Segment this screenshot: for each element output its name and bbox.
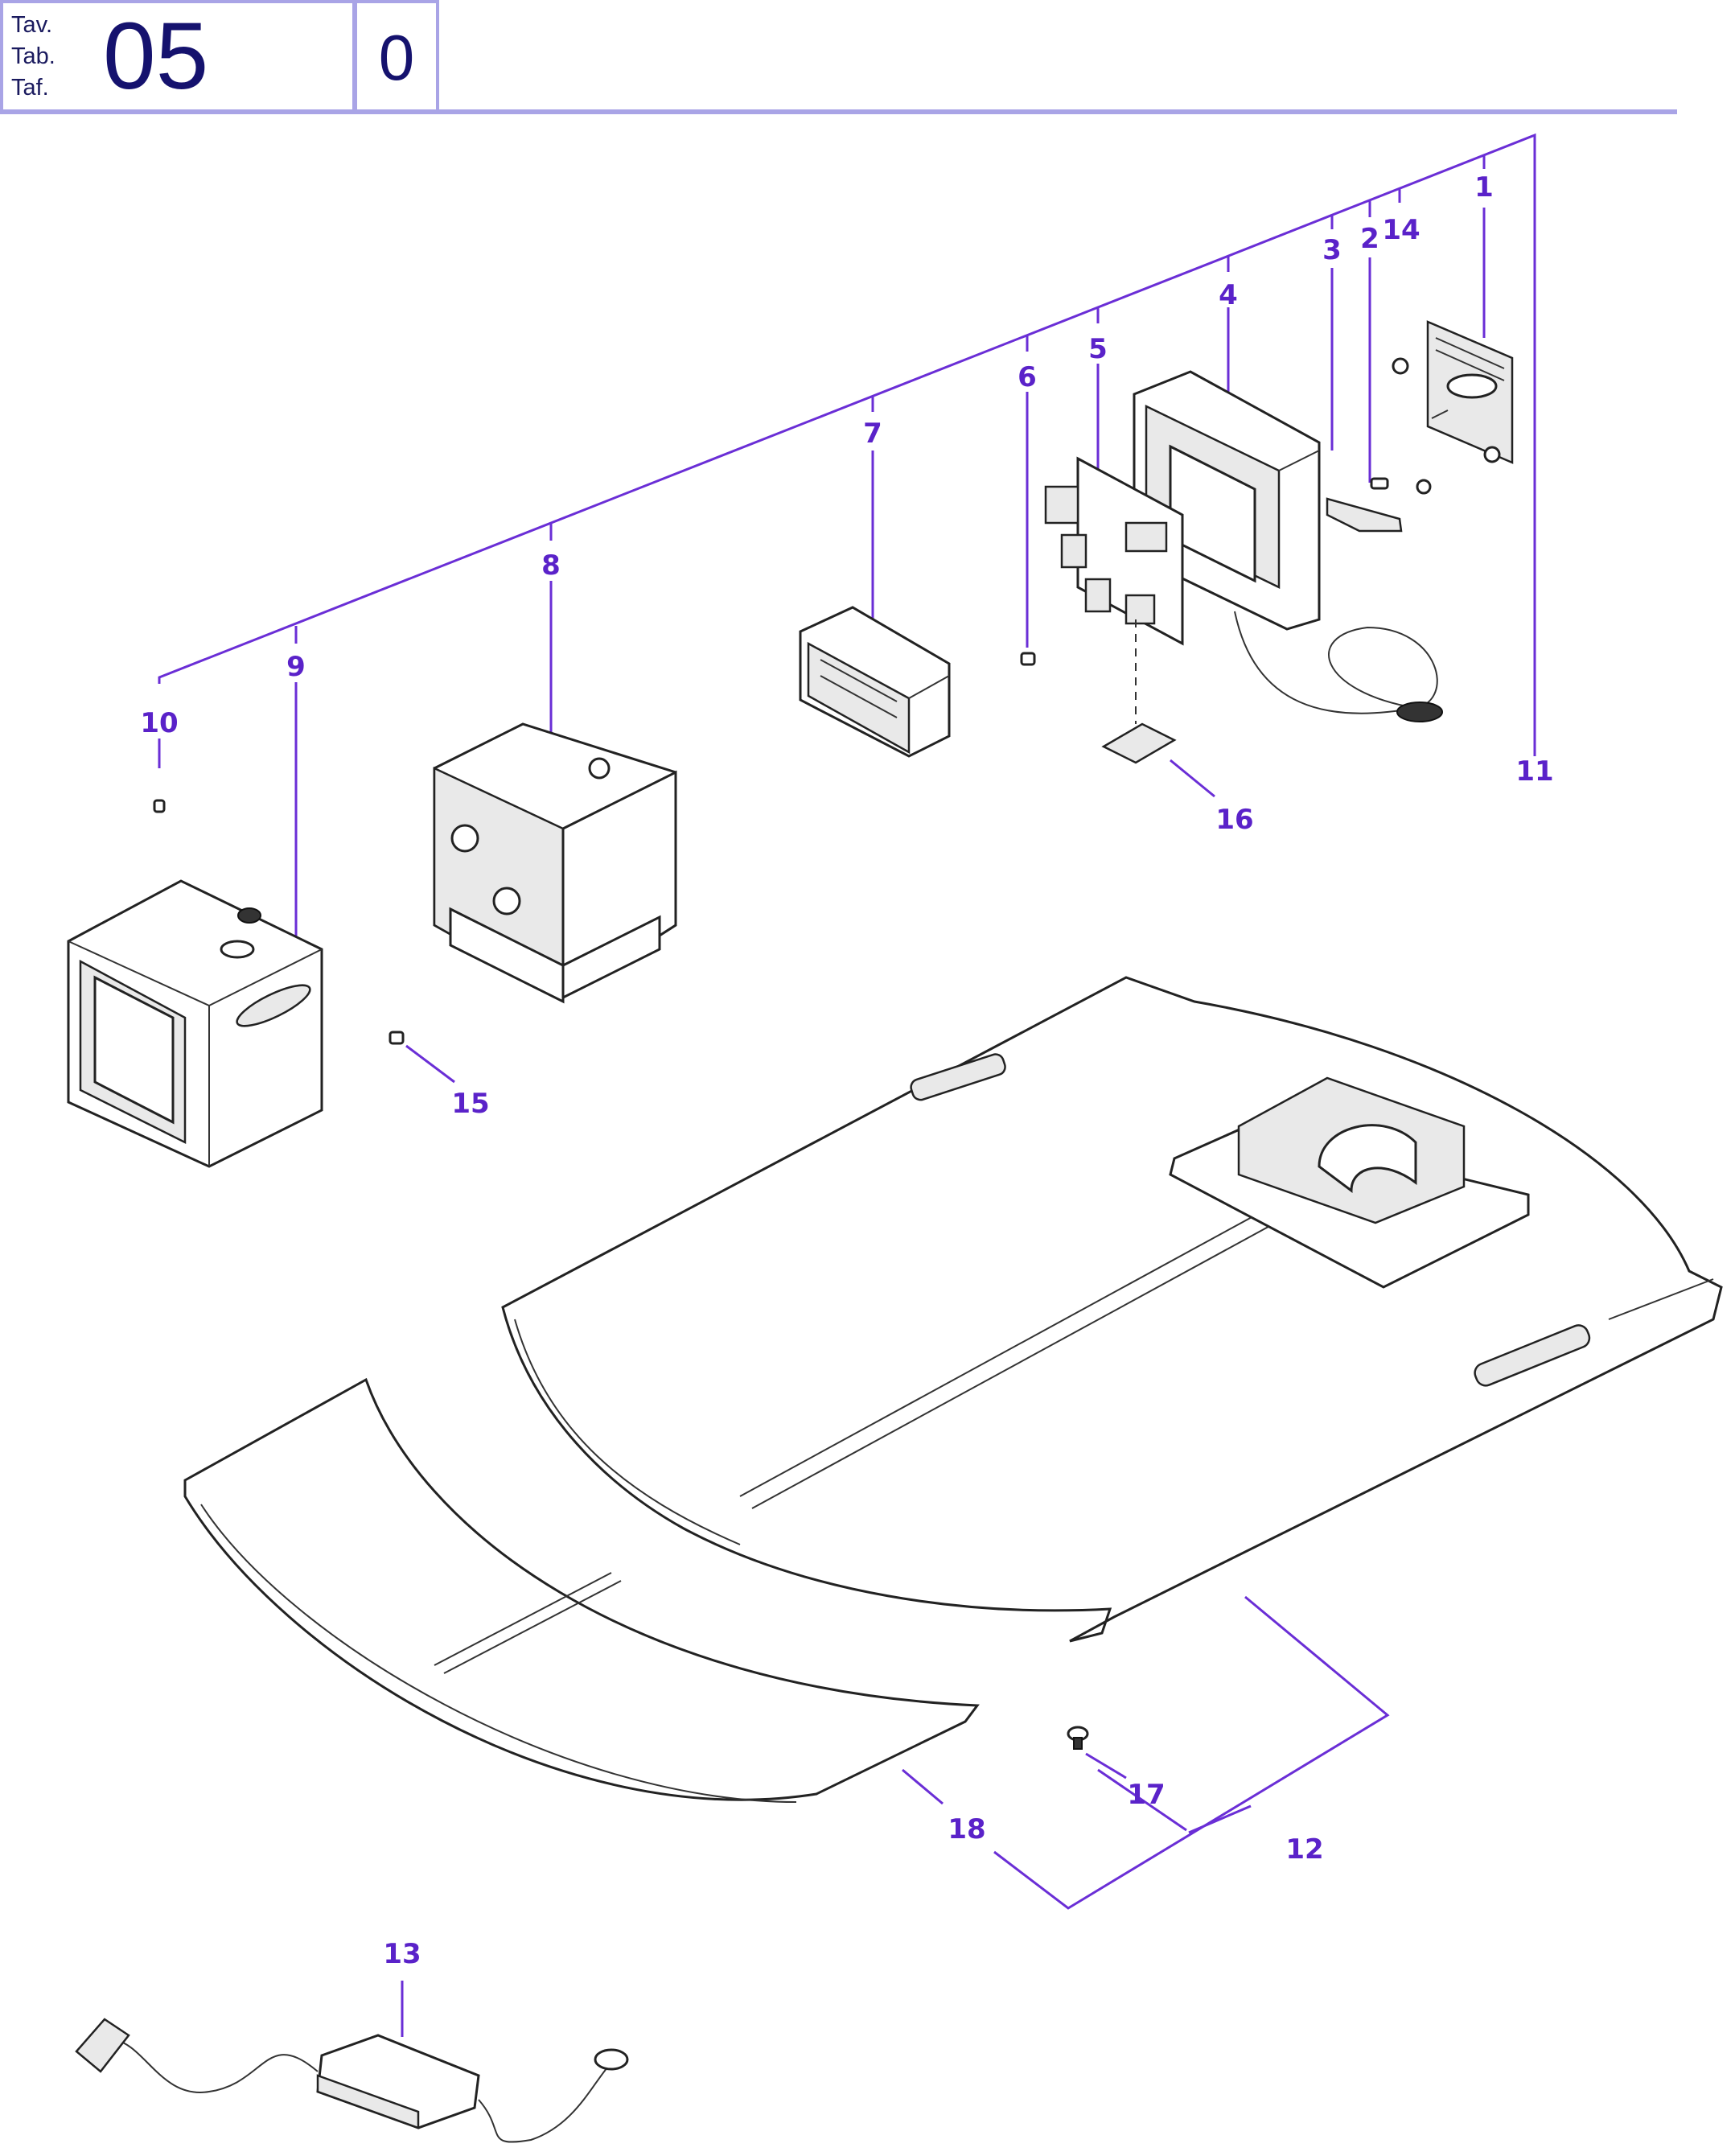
leader-15	[405, 1044, 455, 1084]
callout-3: 3	[1322, 234, 1342, 266]
callout-1: 1	[1474, 171, 1494, 204]
table-label: Tav. Tab. Taf.	[11, 10, 56, 104]
part-screw-small	[1020, 652, 1036, 666]
table-label-it: Tav.	[11, 12, 53, 38]
part-base-plate	[501, 976, 1723, 1643]
callout-10: 10	[140, 707, 178, 739]
callout-16: 16	[1215, 804, 1253, 836]
part-clip	[1067, 1726, 1089, 1750]
part-nut	[1392, 357, 1409, 375]
revision-number: 0	[378, 22, 415, 93]
leader-12b	[1097, 1768, 1187, 1832]
callout-14: 14	[1382, 214, 1420, 246]
callout-4: 4	[1219, 279, 1238, 311]
leader-16	[1170, 759, 1215, 798]
callout-17: 17	[1127, 1779, 1165, 1811]
part-screw-15	[389, 1031, 405, 1045]
callout-9: 9	[286, 651, 306, 683]
part-front-plate	[183, 1377, 980, 1803]
title-block: Tav. Tab. Taf. 05 0	[0, 0, 1677, 116]
callout-13: 13	[383, 1938, 421, 1970]
leader-12	[1188, 1804, 1252, 1834]
callout-12: 12	[1285, 1833, 1323, 1866]
part-cabinet	[433, 722, 677, 1004]
leader-17	[1085, 1752, 1127, 1780]
leader-lines	[158, 133, 1536, 2037]
callout-labels: 1 2 3 4 5 6 7 8 9 10 11 12 13 14 15 16 1…	[140, 171, 1553, 1970]
part-screw-10	[153, 799, 166, 813]
leader-12-bracket	[993, 1595, 1390, 1910]
table-number-box: Tav. Tab. Taf. 05	[0, 0, 356, 113]
table-number: 05	[103, 3, 209, 109]
callout-6: 6	[1018, 361, 1037, 393]
part-small-pcb	[1101, 722, 1177, 764]
callout-2: 2	[1360, 223, 1379, 255]
part-bracket	[1426, 320, 1514, 464]
part-cover	[67, 879, 323, 1168]
callout-8: 8	[541, 549, 561, 582]
leader-18	[902, 1768, 944, 1805]
part-power-supply	[75, 2018, 629, 2143]
callout-5: 5	[1088, 333, 1108, 365]
callout-18: 18	[948, 1813, 985, 1845]
table-label-de: Taf.	[11, 75, 49, 101]
part-handle	[1326, 497, 1403, 533]
callout-11: 11	[1515, 755, 1553, 788]
part-circuit-board	[1044, 456, 1184, 724]
part-screw	[1370, 477, 1432, 495]
callout-15: 15	[451, 1088, 489, 1120]
part-module	[799, 606, 951, 758]
main-leader	[158, 133, 1536, 756]
table-label-en: Tab.	[11, 43, 56, 69]
header-rule	[0, 109, 1677, 114]
callout-7: 7	[863, 418, 882, 450]
